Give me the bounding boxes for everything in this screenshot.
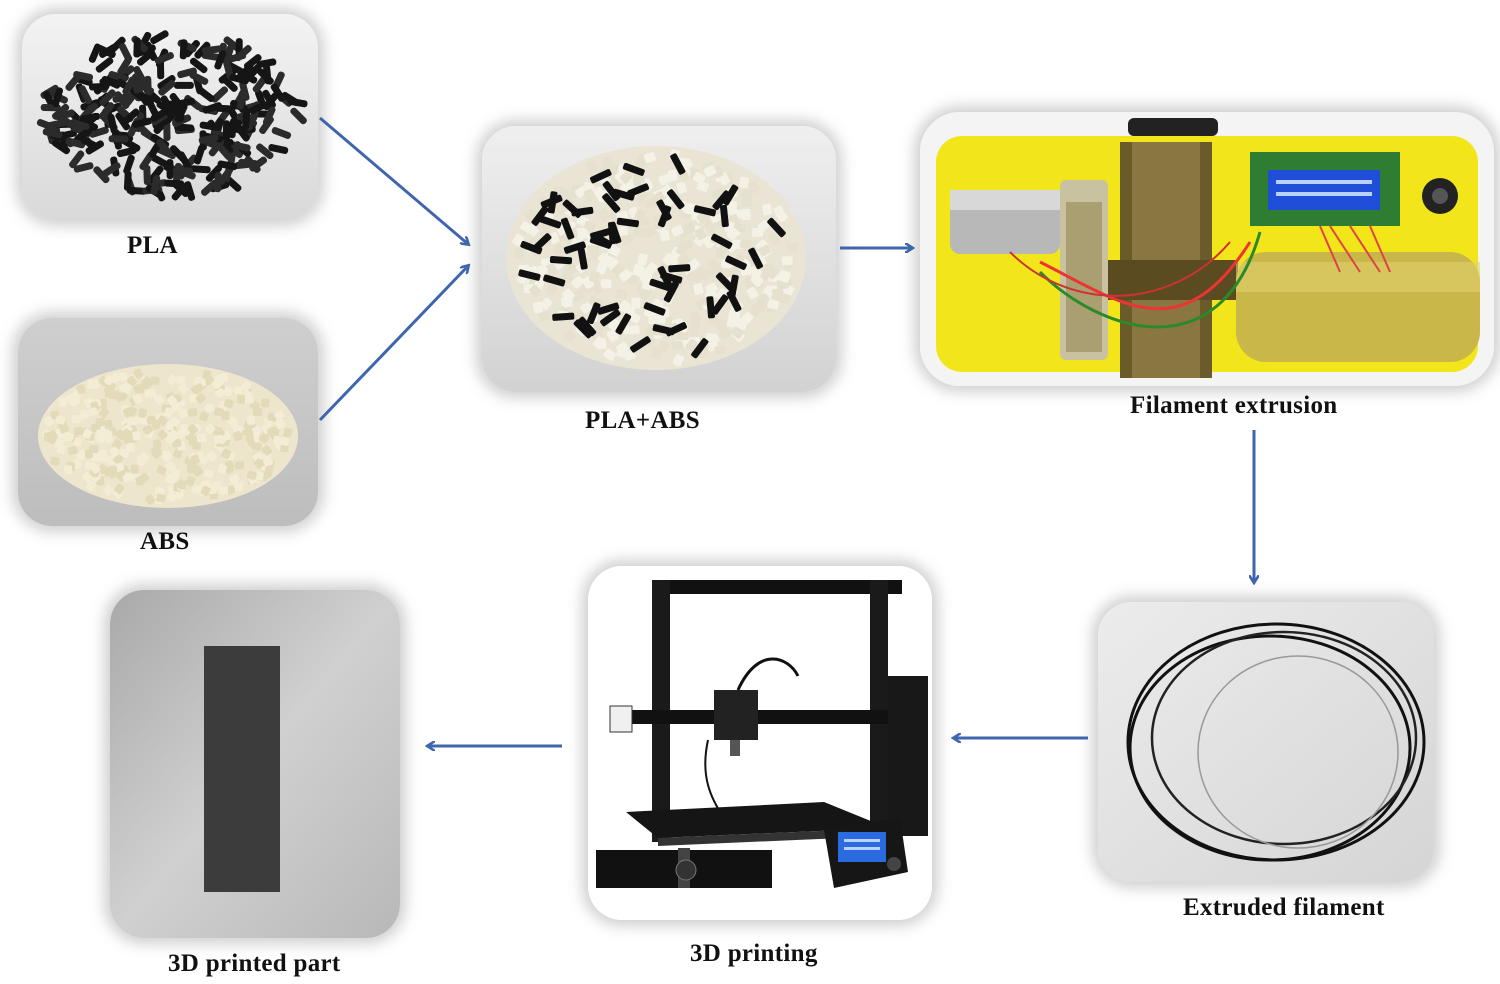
arrow-pla-to-mix — [319, 116, 468, 244]
mix-caption: PLA+ABS — [585, 407, 700, 434]
black-pellets-icon — [22, 14, 318, 220]
white-pellets-icon — [18, 318, 318, 526]
extrusion-caption: Filament extrusion — [1130, 392, 1338, 419]
filament-extruder-icon — [920, 112, 1494, 386]
printing-caption: 3D printing — [690, 940, 818, 967]
filament-extruder-photo — [920, 112, 1494, 386]
abs-pellets-photo — [18, 318, 318, 526]
3d-printer-icon — [588, 566, 932, 920]
arrow-abs-to-mix — [318, 266, 468, 422]
filament-coil-icon — [1098, 602, 1434, 882]
printed-part-photo — [110, 590, 400, 938]
pla-pellets-photo — [22, 14, 318, 220]
printed-bar-icon — [110, 590, 400, 938]
filament-coil-photo — [1098, 602, 1434, 882]
pla-caption: PLA — [127, 232, 178, 259]
abs-caption: ABS — [140, 528, 190, 555]
part-caption: 3D printed part — [168, 950, 341, 977]
3d-printer-photo — [588, 566, 932, 920]
extruded-caption: Extruded filament — [1183, 894, 1385, 921]
mixed-pellets-icon — [482, 126, 836, 392]
mixed-pellets-photo — [482, 126, 836, 392]
